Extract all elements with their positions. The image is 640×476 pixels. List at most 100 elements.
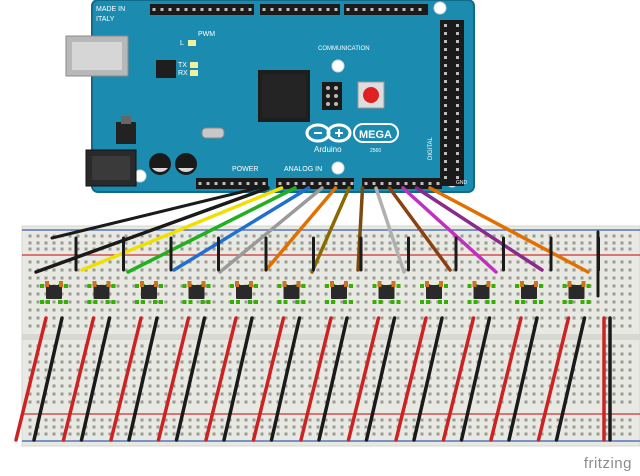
breadboard-hole — [324, 352, 328, 356]
breadboard-hole — [52, 316, 56, 320]
breadboard-hole — [284, 400, 288, 404]
breadboard-hole — [460, 400, 464, 404]
header-pin — [216, 8, 220, 11]
breadboard-hole — [132, 376, 136, 380]
breadboard-hole — [76, 247, 80, 251]
breadboard-hole — [412, 344, 416, 348]
breadboard-hole — [212, 352, 216, 356]
breadboard-hole — [28, 268, 32, 272]
breadboard-hole — [124, 344, 128, 348]
breadboard-hole — [164, 368, 168, 372]
breadboard-hole — [236, 400, 240, 404]
breadboard-hole — [612, 418, 616, 422]
breadboard-hole — [276, 352, 280, 356]
breadboard-hole — [196, 392, 200, 396]
breadboard-hole — [364, 247, 368, 251]
breadboard-hole — [348, 400, 352, 404]
breadboard-hole — [388, 418, 392, 422]
breadboard-hole — [292, 324, 296, 328]
breadboard-hole — [332, 352, 336, 356]
breadboard-hole — [612, 234, 616, 238]
breadboard-hole — [36, 368, 40, 372]
breadboard-hole — [252, 308, 256, 312]
header-pin — [160, 8, 164, 11]
breadboard-hole — [236, 308, 240, 312]
breadboard-hole — [228, 360, 232, 364]
breadboard-hole — [68, 344, 72, 348]
breadboard-hole — [612, 316, 616, 320]
breadboard-hole — [116, 352, 120, 356]
breadboard-hole — [300, 308, 304, 312]
breadboard-hole — [220, 418, 224, 422]
breadboard-hole — [156, 247, 160, 251]
breadboard-hole — [420, 352, 424, 356]
breadboard-hole — [380, 425, 384, 429]
breadboard-hole — [604, 418, 608, 422]
breadboard-hole — [476, 300, 480, 304]
breadboard-hole — [236, 234, 240, 238]
breadboard-hole — [300, 292, 304, 296]
breadboard-hole — [212, 247, 216, 251]
breadboard-hole — [44, 234, 48, 238]
breadboard-hole — [308, 234, 312, 238]
breadboard-hole — [492, 400, 496, 404]
header-pin — [444, 168, 447, 171]
breadboard-hole — [364, 432, 368, 436]
breadboard-hole — [468, 368, 472, 372]
breadboard-hole — [580, 241, 584, 245]
breadboard-hole — [476, 432, 480, 436]
breadboard-hole — [316, 324, 320, 328]
breadboard-hole — [556, 308, 560, 312]
breadboard-hole — [380, 234, 384, 238]
breadboard-hole — [268, 316, 272, 320]
breadboard-hole — [452, 344, 456, 348]
breadboard-hole — [364, 425, 368, 429]
breadboard-hole — [548, 316, 552, 320]
breadboard-hole — [620, 418, 624, 422]
breadboard-hole — [268, 432, 272, 436]
breadboard-hole — [84, 376, 88, 380]
breadboard-hole — [596, 418, 600, 422]
breadboard-hole — [404, 432, 408, 436]
breadboard-hole — [372, 360, 376, 364]
l-label: L — [180, 40, 184, 47]
breadboard-hole — [292, 352, 296, 356]
breadboard-hole — [524, 260, 528, 264]
breadboard-hole — [412, 308, 416, 312]
breadboard-hole — [188, 352, 192, 356]
breadboard-hole — [436, 425, 440, 429]
breadboard-hole — [260, 432, 264, 436]
breadboard-hole — [100, 276, 104, 280]
header-pin — [326, 8, 330, 11]
breadboard-hole — [396, 276, 400, 280]
breadboard-hole — [524, 392, 528, 396]
breadboard-hole — [420, 360, 424, 364]
breadboard-hole — [204, 384, 208, 388]
breadboard-hole — [244, 324, 248, 328]
breadboard-hole — [172, 316, 176, 320]
breadboard-hole — [612, 344, 616, 348]
breadboard-hole — [452, 432, 456, 436]
breadboard-hole — [116, 432, 120, 436]
breadboard-hole — [52, 308, 56, 312]
breadboard — [21, 225, 640, 447]
breadboard-hole — [220, 316, 224, 320]
breadboard-hole — [68, 268, 72, 272]
breadboard-hole — [588, 344, 592, 348]
breadboard-hole — [356, 360, 360, 364]
header-pin — [444, 64, 447, 67]
signal-wire-11 — [401, 186, 498, 274]
digital-label: DIGITAL — [428, 136, 434, 160]
breadboard-hole — [284, 276, 288, 280]
breadboard-hole — [276, 276, 280, 280]
breadboard-hole — [436, 352, 440, 356]
breadboard-hole — [172, 418, 176, 422]
breadboard-hole — [204, 376, 208, 380]
breadboard-hole — [148, 316, 152, 320]
power-wire-3 — [109, 316, 143, 442]
signal-wire-13 — [428, 186, 590, 274]
breadboard-hole — [260, 392, 264, 396]
breadboard-hole — [612, 376, 616, 380]
breadboard-hole — [564, 308, 568, 312]
breadboard-hole — [580, 368, 584, 372]
